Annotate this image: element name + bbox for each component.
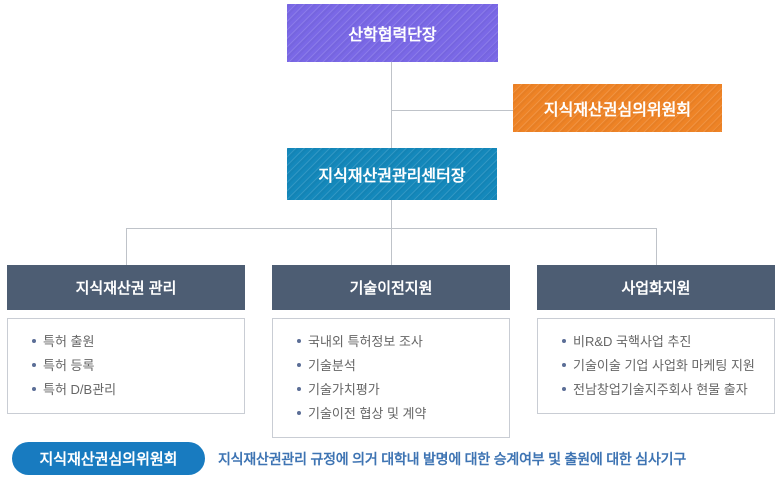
column-header: 지식재산권 관리: [7, 265, 245, 310]
bullet-icon: [297, 411, 301, 415]
list-item-label: 전남창업기술지주회사 현물 출자: [573, 382, 748, 397]
footnote-description: 지식재산권관리 규정에 의거 대학내 발명에 대한 승계여부 및 출원에 대한 …: [218, 450, 687, 467]
list-item-label: 특허 D/B관리: [43, 382, 117, 397]
column-ip-management: 지식재산권 관리 특허 출원 특허 등록 특허 D/B관리: [7, 265, 245, 414]
connector-line: [656, 228, 657, 265]
list-item: 기술이술 기업 사업화 마케팅 지원: [562, 354, 764, 378]
connector-line: [391, 62, 392, 148]
list-item: 특허 D/B관리: [32, 378, 234, 402]
list-item-label: 특허 등록: [43, 358, 95, 373]
ip-management-center-box: 지식재산권관리센터장: [287, 148, 497, 200]
item-list: 특허 출원 특허 등록 특허 D/B관리: [7, 318, 245, 414]
list-item: 기술이전 협상 및 계약: [297, 402, 499, 426]
bullet-icon: [32, 387, 36, 391]
bullet-icon: [562, 339, 566, 343]
list-item-label: 특허 출원: [43, 334, 95, 349]
footnote-badge: 지식재산권심의위원회: [12, 442, 205, 475]
bullet-icon: [297, 387, 301, 391]
list-item-label: 기술가치평가: [308, 382, 380, 397]
list-item: 특허 출원: [32, 330, 234, 354]
list-item: 기술가치평가: [297, 378, 499, 402]
list-item: 기술분석: [297, 354, 499, 378]
connector-line: [391, 228, 392, 265]
bullet-icon: [32, 339, 36, 343]
footnote: 지식재산권심의위원회 지식재산권관리 규정에 의거 대학내 발명에 대한 승계여…: [12, 442, 686, 475]
bullet-icon: [297, 339, 301, 343]
item-list: 국내외 특허정보 조사 기술분석 기술가치평가 기술이전 협상 및 계약: [272, 318, 510, 438]
bullet-icon: [297, 363, 301, 367]
head-of-cooperation-label: 산학협력단장: [348, 27, 437, 44]
column-tech-transfer: 기술이전지원 국내외 특허정보 조사 기술분석 기술가치평가 기술이전 협상 및…: [272, 265, 510, 438]
connector-line: [126, 228, 127, 265]
list-item: 비R&D 국핵사업 추진: [562, 330, 764, 354]
ip-management-center-label: 지식재산권관리센터장: [318, 168, 466, 185]
list-item: 전남창업기술지주회사 현물 출자: [562, 378, 764, 402]
column-title: 기술이전지원: [349, 280, 433, 297]
column-header: 사업화지원: [537, 265, 775, 310]
bullet-icon: [562, 363, 566, 367]
connector-line: [391, 200, 392, 228]
column-header: 기술이전지원: [272, 265, 510, 310]
bullet-icon: [32, 363, 36, 367]
list-item-label: 기술이전 협상 및 계약: [308, 406, 427, 421]
list-item-label: 비R&D 국핵사업 추진: [573, 334, 692, 349]
column-commercialization: 사업화지원 비R&D 국핵사업 추진 기술이술 기업 사업화 마케팅 지원 전남…: [537, 265, 775, 414]
head-of-cooperation-box: 산학협력단장: [287, 4, 498, 62]
footnote-badge-label: 지식재산권심의위원회: [39, 451, 178, 468]
list-item: 특허 등록: [32, 354, 234, 378]
column-title: 지식재산권 관리: [75, 280, 177, 297]
item-list: 비R&D 국핵사업 추진 기술이술 기업 사업화 마케팅 지원 전남창업기술지주…: [537, 318, 775, 414]
list-item-label: 기술이술 기업 사업화 마케팅 지원: [573, 358, 755, 373]
list-item-label: 국내외 특허정보 조사: [308, 334, 423, 349]
bullet-icon: [562, 387, 566, 391]
ip-review-committee-box: 지식재산권심의위원회: [513, 84, 722, 132]
connector-line: [391, 110, 513, 111]
list-item-label: 기술분석: [308, 358, 356, 373]
list-item: 국내외 특허정보 조사: [297, 330, 499, 354]
column-title: 사업화지원: [621, 280, 691, 297]
ip-review-committee-label: 지식재산권심의위원회: [543, 102, 692, 119]
